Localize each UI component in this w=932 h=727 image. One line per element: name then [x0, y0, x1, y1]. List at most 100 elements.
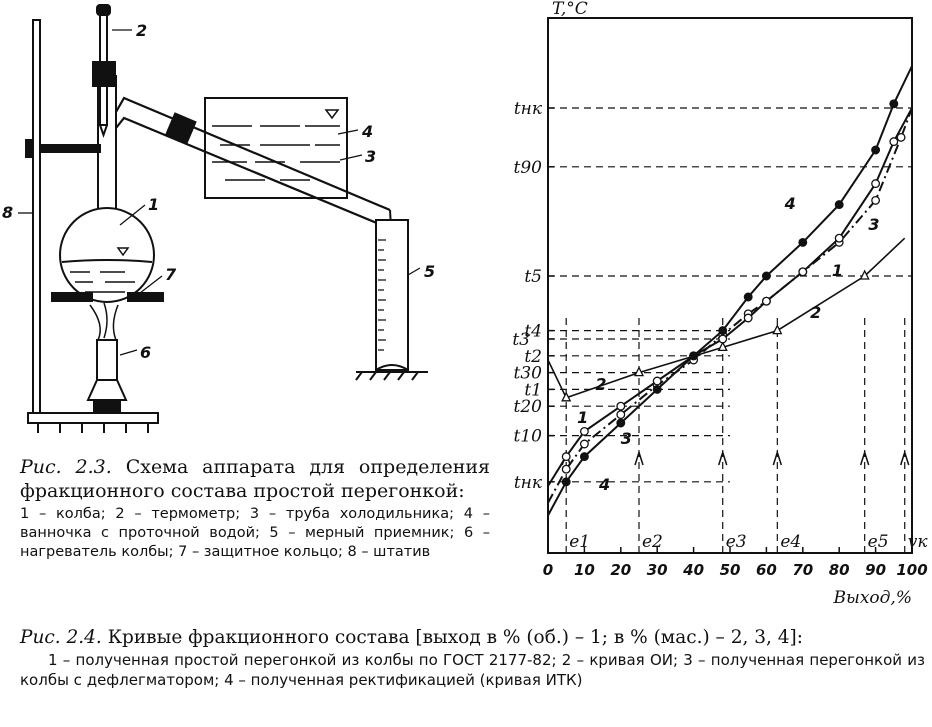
- heater-body: [96, 339, 118, 381]
- flask-liquid: [61, 259, 153, 263]
- flask-bulb: [59, 207, 155, 303]
- x-mark-arrow: [900, 449, 910, 466]
- stopper: [92, 61, 116, 87]
- fig24-title-text: Кривые фракционного состава [выход в % (…: [107, 627, 803, 648]
- series-point-1: [896, 132, 906, 142]
- x-tick-label: 60: [756, 561, 777, 579]
- series-point-3: [616, 401, 626, 411]
- label-ring: 7: [165, 265, 177, 284]
- x-mark-arrow: [634, 449, 644, 466]
- label-condenser: 3: [365, 147, 376, 166]
- series-point-3: [652, 376, 662, 386]
- x-mark-arrow: [772, 449, 783, 466]
- bath-water-lines: [212, 125, 340, 181]
- condenser-joint: [165, 112, 197, 144]
- series-point-1: [616, 410, 626, 420]
- series-point-1: [579, 439, 589, 449]
- clamp-knob: [25, 139, 33, 158]
- x-tick-label: 70: [792, 561, 813, 579]
- water-bath: [204, 97, 348, 199]
- y-mark-label: t3: [512, 330, 530, 350]
- y-mark-label: t30: [514, 364, 543, 384]
- receiver-graduations: [378, 239, 386, 351]
- y-mark-label: tнк: [514, 473, 543, 493]
- stand-base: [27, 412, 159, 424]
- series-point-3: [718, 334, 728, 344]
- x-tick-label: 40: [682, 561, 704, 579]
- curve-label-1: 1: [832, 261, 843, 280]
- series-point-3: [761, 296, 771, 306]
- x-tick-label: 30: [647, 561, 668, 579]
- curve-label-2: 2: [595, 374, 606, 393]
- label-receiver: 5: [424, 262, 435, 281]
- curve-label-2: 2: [810, 303, 821, 322]
- graduated-receiver: [375, 219, 409, 371]
- y-mark-label: t90: [514, 158, 543, 178]
- x-mark-label: e3: [726, 532, 747, 552]
- stand-base-feet: [37, 423, 149, 433]
- heater-foot: [93, 399, 121, 414]
- series-point-3: [743, 313, 753, 323]
- series-point-4: [761, 271, 771, 281]
- clamp-arm: [39, 144, 101, 153]
- bath-level-marker: [324, 109, 340, 120]
- series-point-1: [871, 195, 881, 205]
- series-point-3: [871, 179, 881, 189]
- protective-ring-left: [51, 292, 93, 302]
- stand-rod: [32, 19, 41, 416]
- series-point-4: [718, 326, 728, 336]
- series-point-4: [798, 237, 808, 247]
- protective-ring-right: [127, 292, 164, 302]
- fig23-title-prefix: Рис. 2.3.: [20, 456, 112, 478]
- series-point-3: [889, 137, 899, 147]
- curve-label-3: 3: [868, 215, 879, 234]
- label-thermometer: 2: [136, 21, 147, 40]
- apparatus-diagram: [25, 4, 428, 433]
- series-point-3: [798, 267, 808, 277]
- x-mark-arrow: [859, 449, 870, 466]
- series-point-2: [633, 366, 645, 377]
- y-mark-label: t2: [524, 347, 542, 367]
- x-mark-label: vк: [908, 532, 929, 552]
- fig23-caption: Рис. 2.3. Схема аппарата для определения…: [20, 455, 490, 562]
- x-tick-label: 90: [865, 561, 886, 579]
- fig24-caption: Рис. 2.4. Кривые фракционного состава [в…: [20, 626, 925, 690]
- condenser-tube: [115, 96, 391, 228]
- series-point-2: [772, 324, 783, 335]
- x-mark-label: e1: [569, 532, 590, 552]
- label-flask: 1: [148, 195, 159, 214]
- fig23-title-text: Схема аппарата для определения фракционн…: [20, 456, 491, 502]
- receiver-foot: [375, 364, 409, 371]
- apparatus-labels: 2 1 4 3 5 6 7 8: [2, 21, 435, 362]
- series-point-4: [889, 99, 899, 109]
- series-point-3: [561, 452, 571, 462]
- series-point-4: [689, 351, 699, 361]
- fig24-legend: 1 – полученная простой перегонкой из кол…: [20, 651, 925, 689]
- thermometer-bulb: [99, 124, 108, 139]
- series-line-4: [547, 65, 913, 516]
- series-point-4: [616, 418, 626, 428]
- flask-liquid-lines: [70, 271, 135, 293]
- curve-label-4: 4: [784, 194, 796, 213]
- heater-base: [86, 379, 128, 401]
- x-mark-label: e2: [642, 532, 663, 552]
- series-point-4: [579, 452, 589, 462]
- chart-frame: [547, 17, 913, 554]
- label-stand: 8: [2, 203, 13, 222]
- flame: [89, 302, 119, 341]
- x-axis-label: Выход,%: [833, 588, 913, 608]
- x-tick-label: 10: [574, 561, 595, 579]
- y-mark-label: t4: [524, 322, 542, 342]
- x-mark-arrow: [718, 449, 728, 466]
- flask-neck: [97, 75, 117, 215]
- fig24-title-prefix: Рис. 2.4.: [20, 627, 102, 648]
- fig23-legend: 1 – колба; 2 – термометр; 3 – труба холо…: [20, 506, 490, 560]
- y-mark-label: t5: [524, 267, 542, 287]
- curve-label-4: 4: [598, 475, 610, 494]
- y-mark-label: tнк: [514, 99, 543, 119]
- series-point-4: [743, 292, 753, 302]
- label-bath: 4: [361, 122, 373, 141]
- series-point-1: [561, 464, 571, 474]
